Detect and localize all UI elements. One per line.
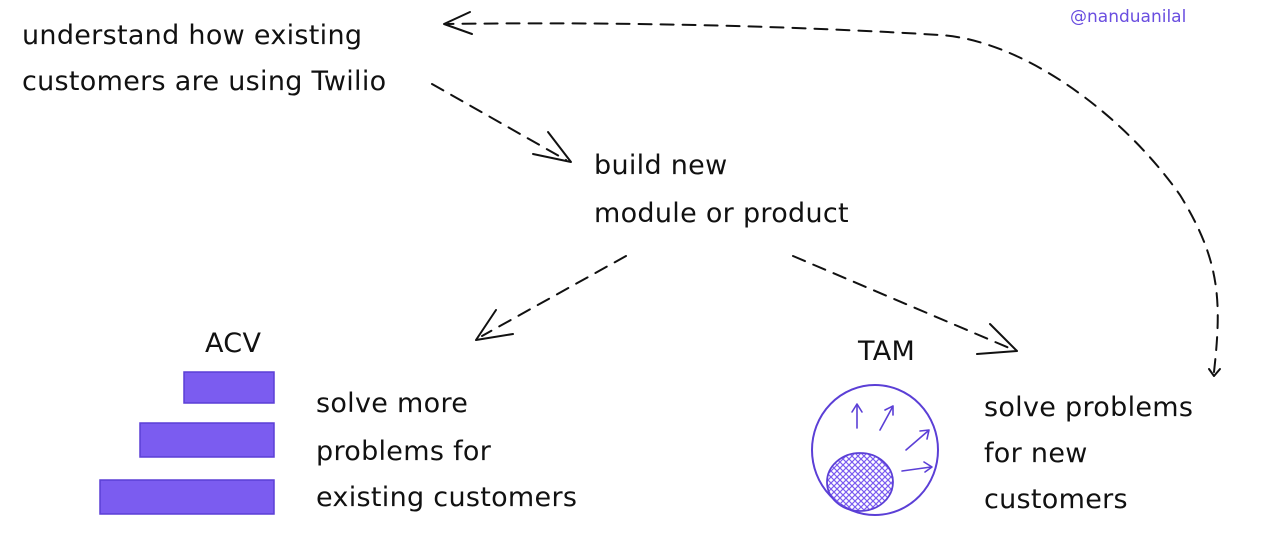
author-credit: @nanduanilal (1070, 7, 1186, 27)
arrow-build-to-tam (792, 255, 1018, 355)
understand-line-2: customers are using Twilio (22, 66, 386, 97)
tam-outer-circle (811, 384, 939, 516)
acv-text-line-3: existing customers (316, 482, 577, 513)
growth-arrow-icon (901, 461, 933, 473)
acv-section: ACV solve more problems for existing cus… (99, 328, 577, 515)
tam-existing-market (826, 452, 894, 512)
understand-line-1: understand how existing (22, 20, 362, 51)
tam-section: TAM solve problems for new customer (811, 336, 1193, 516)
acv-bar-small (183, 371, 275, 404)
tam-growth-arrows (851, 403, 933, 473)
acv-bar-medium (139, 422, 275, 458)
tam-text-line-2: for new (984, 438, 1088, 469)
build-line-2: module or product (594, 198, 849, 229)
arrow-understand-to-build (431, 83, 572, 163)
arrow-build-to-acv (475, 255, 627, 341)
acv-text-line-1: solve more (316, 388, 468, 419)
acv-text-line-2: problems for (316, 436, 492, 467)
node-build: build new module or product (594, 150, 849, 229)
growth-arrow-icon (851, 403, 863, 429)
node-understand: understand how existing customers are us… (22, 20, 386, 97)
growth-arrow-icon (905, 429, 930, 451)
acv-bar-large (99, 479, 275, 515)
acv-title: ACV (205, 328, 261, 359)
arrow-feedback-loop (443, 11, 1221, 377)
tam-text-line-3: customers (984, 484, 1128, 515)
tam-title: TAM (857, 336, 915, 367)
build-line-1: build new (594, 150, 727, 181)
tam-text-line-1: solve problems (984, 392, 1193, 423)
growth-arrow-icon (879, 405, 894, 431)
